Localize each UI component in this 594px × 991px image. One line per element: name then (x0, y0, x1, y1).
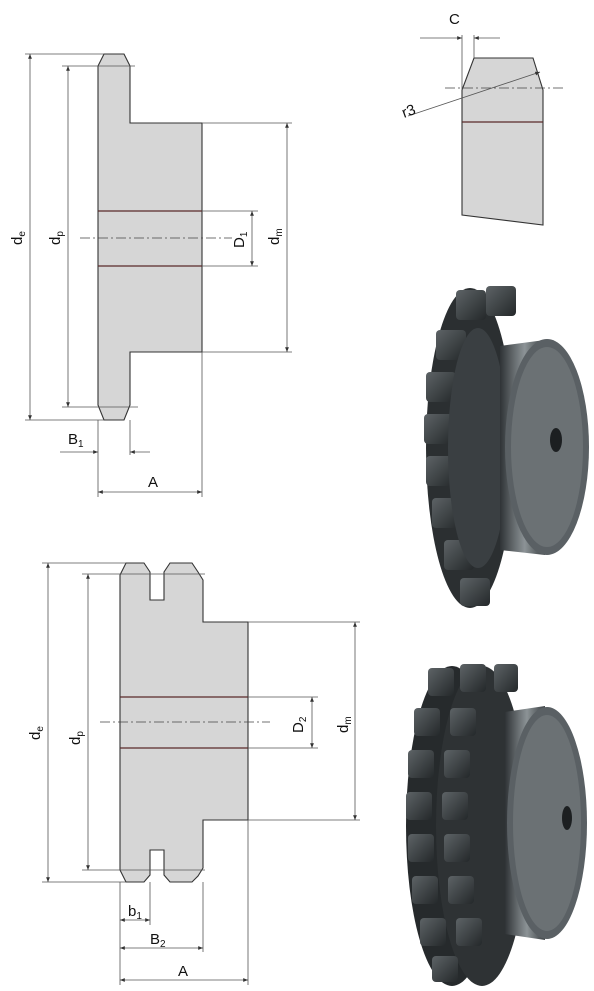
single-dm-label: dm (266, 228, 285, 245)
tooth-detail-drawing: C r3 (400, 11, 565, 226)
single-de-label: de (9, 231, 28, 245)
double-sprocket-outline (119, 562, 249, 883)
tooth-profile (461, 57, 544, 226)
single-D1-label: D1 (231, 231, 250, 248)
double-dm-label: dm (335, 716, 354, 733)
single-A-label: A (148, 474, 158, 491)
double-dp-label: dp (67, 731, 86, 745)
single-sprocket-3d-render (424, 286, 589, 608)
C-label: C (449, 11, 460, 28)
double-sprocket-drawing: de dp D2 dm b1 B2 A (27, 562, 360, 985)
single-sprocket-outline (97, 53, 203, 421)
r3-label: r3 (400, 101, 418, 122)
double-B2-label: B2 (150, 931, 166, 950)
double-sprocket-3d-render (406, 664, 587, 986)
double-de-label: de (27, 726, 46, 740)
r3-leader (407, 71, 541, 117)
double-b1-label: b1 (128, 903, 142, 922)
double-D2-label: D2 (290, 716, 309, 733)
single-sprocket-drawing: de dp D1 dm B1 A (9, 53, 292, 497)
double-A-label: A (178, 963, 188, 980)
single-B1-label: B1 (68, 431, 84, 450)
single-dp-label: dp (47, 231, 66, 245)
